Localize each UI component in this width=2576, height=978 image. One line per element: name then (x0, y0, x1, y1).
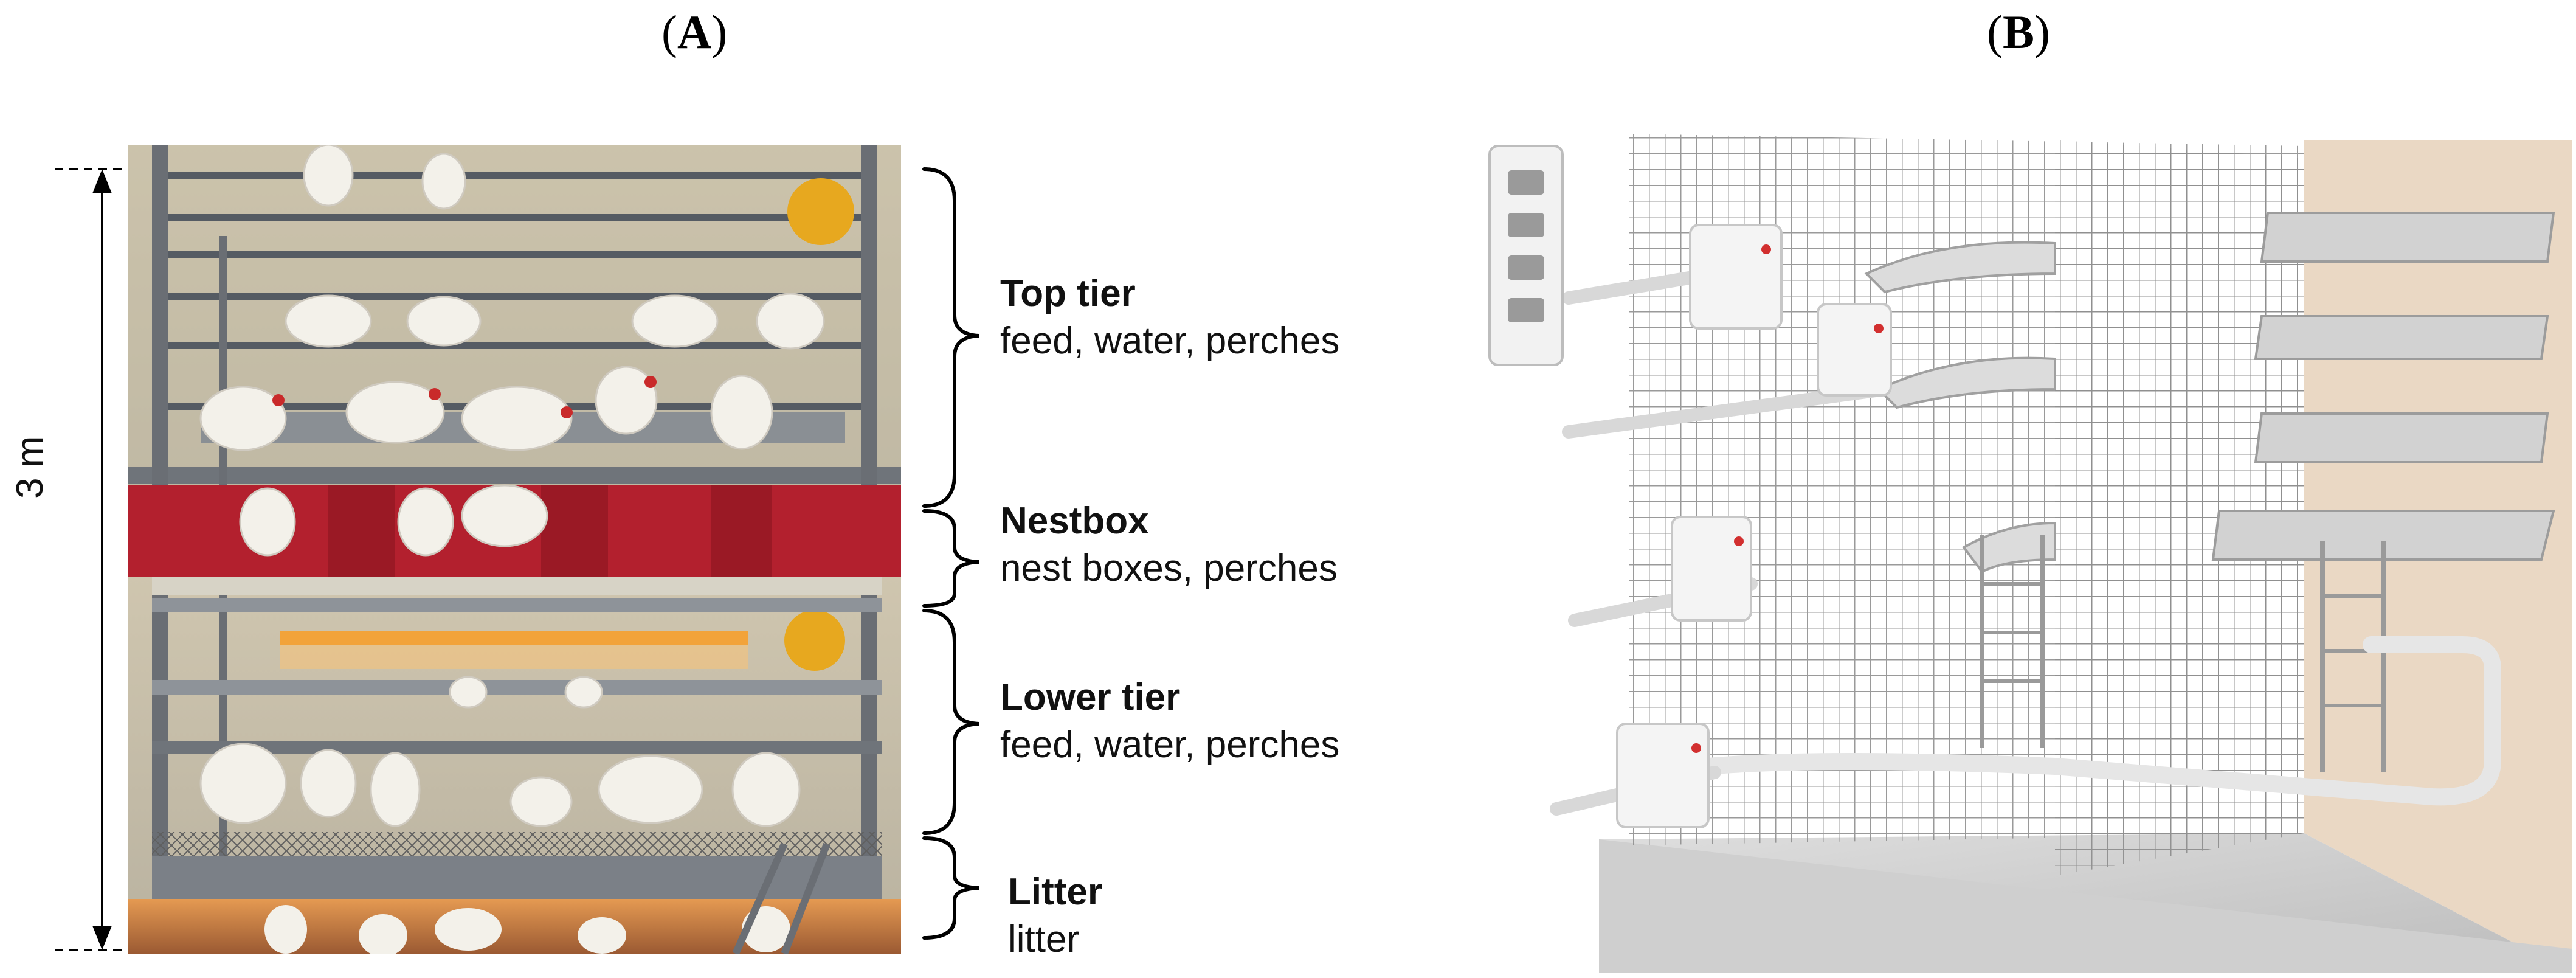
tier-subtitle-top: feed, water, perches (1000, 320, 1340, 362)
brace-nestbox (922, 509, 979, 608)
panel-label-a: (A) (661, 5, 728, 58)
tier-subtitle-nestbox: nest boxes, perches (1000, 547, 1338, 589)
tier-title-litter: Litter (1008, 871, 1102, 913)
height-label: 3 m (9, 435, 51, 499)
panel-letter-b: B (2002, 5, 2035, 58)
tier-litter: Litter litter (1008, 869, 1507, 963)
tier-title-top: Top tier (1000, 272, 1136, 314)
height-scale (55, 168, 128, 951)
panel-letter-a: A (677, 5, 712, 58)
tier-nestbox: Nestbox nest boxes, perches (1000, 498, 1499, 592)
tier-braces (922, 167, 979, 940)
divider-mesh (2055, 140, 2304, 876)
aviary-photo (128, 145, 901, 954)
aviary-render (1488, 134, 2572, 973)
brace-top-tier (922, 167, 979, 508)
brace-lower-tier (922, 609, 979, 835)
panel-label-b: (B) (1987, 5, 2050, 58)
tier-top: Top tier feed, water, perches (1000, 270, 1499, 365)
tier-title-nestbox: Nestbox (1000, 500, 1149, 542)
brace-litter (922, 836, 979, 940)
tier-subtitle-lower: feed, water, perches (1000, 724, 1340, 766)
tier-subtitle-litter: litter (1008, 918, 1080, 960)
tier-title-lower: Lower tier (1000, 676, 1181, 718)
tier-lower: Lower tier feed, water, perches (1000, 674, 1499, 769)
